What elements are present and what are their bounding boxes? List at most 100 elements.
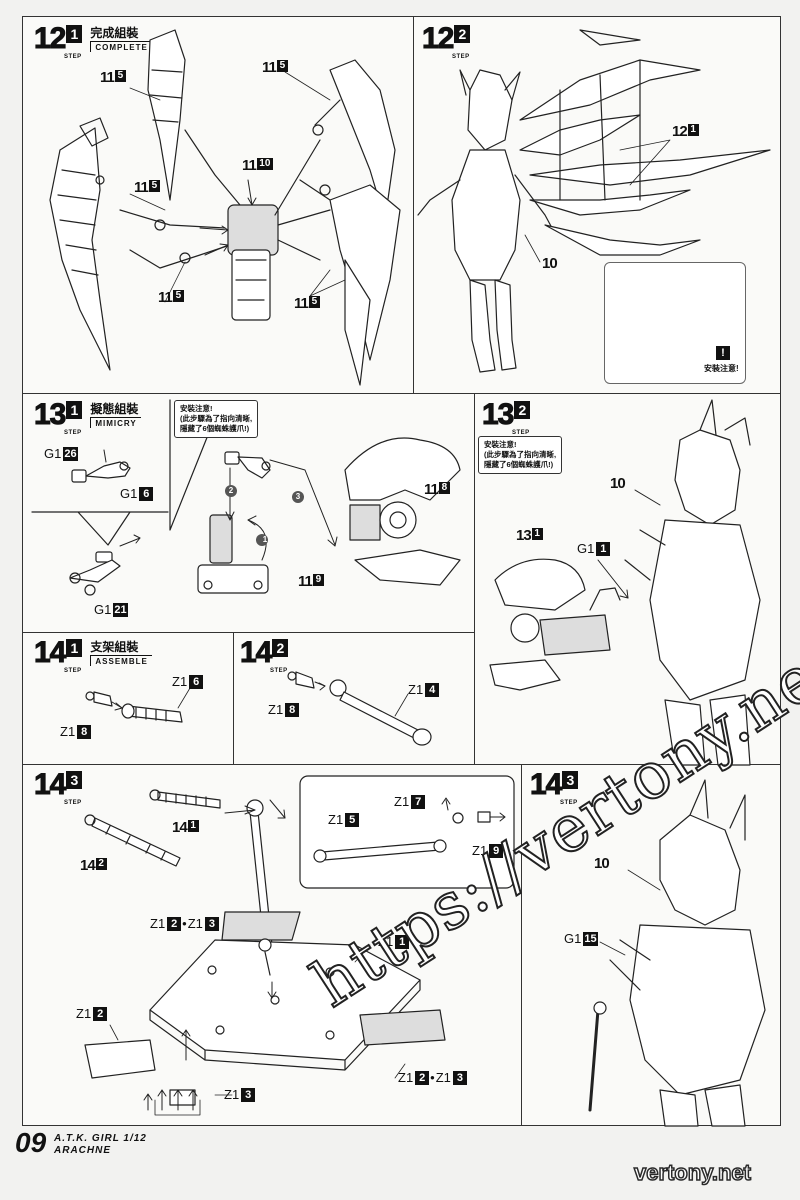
step-header-12-2: 12 2 STEP bbox=[421, 22, 471, 60]
step-word: STEP bbox=[560, 800, 578, 806]
ref-major: 11 bbox=[242, 157, 257, 174]
step-major: 14 bbox=[33, 768, 66, 801]
part-code: Z1 bbox=[408, 682, 424, 697]
ref-tag-10: 10 bbox=[610, 476, 626, 492]
part-code: G1 bbox=[120, 486, 138, 501]
part-number: 6 bbox=[189, 674, 204, 689]
ref-major: 12 bbox=[672, 123, 688, 140]
step-word: STEP bbox=[452, 54, 470, 60]
part-code: G1 bbox=[94, 602, 112, 617]
part-number: 1 bbox=[596, 541, 611, 556]
part-code: Z1 bbox=[435, 1070, 451, 1085]
step-header-14-2: 14 2 STEP bbox=[239, 637, 289, 674]
part-code: G1 bbox=[44, 446, 62, 461]
ref-minor: 9 bbox=[312, 574, 324, 586]
step-title: 完成組裝 COMPLETE bbox=[90, 26, 152, 52]
step-header-14-1: 14 1 STEP 支架組裝 ASSEMBLE bbox=[33, 637, 152, 674]
ref-major: 11 bbox=[294, 295, 309, 312]
note-line: (此步驟為了指向清晰, bbox=[484, 450, 557, 459]
ref-major: 11 bbox=[100, 69, 115, 86]
part-code: Z1 bbox=[224, 1087, 240, 1102]
ref-major: 13 bbox=[516, 527, 532, 544]
step-word: STEP bbox=[64, 668, 82, 674]
step-number: 13 2 bbox=[481, 399, 531, 430]
part-number: 26 bbox=[63, 446, 78, 461]
ref-tag-10: 10 bbox=[594, 856, 610, 872]
step-minor: 1 bbox=[66, 639, 83, 657]
page-number: 09 bbox=[15, 1127, 47, 1158]
part-code: Z1 bbox=[394, 794, 410, 809]
part-code: G1 bbox=[577, 541, 595, 556]
step-minor: 1 bbox=[66, 401, 83, 419]
step-header-12-1: 12 1 STEP 完成組裝 COMPLETE bbox=[33, 23, 152, 60]
part-code: Z1 bbox=[60, 724, 76, 739]
part-code: Z1 bbox=[378, 934, 394, 949]
step-number: 14 1 bbox=[33, 637, 83, 668]
step-minor: 2 bbox=[272, 639, 289, 657]
sequence-number-3: 3 bbox=[295, 492, 301, 501]
part-code: Z1 bbox=[76, 1006, 92, 1021]
step-title-cn: 完成組裝 bbox=[90, 26, 139, 40]
step-number: 14 3 bbox=[529, 768, 579, 801]
ref-major: 14 bbox=[80, 857, 96, 874]
ref-major: 10 bbox=[542, 255, 558, 272]
part-code: Z1 bbox=[268, 702, 284, 717]
ref-minor: 5 bbox=[308, 296, 320, 308]
ref-minor: 1 bbox=[687, 124, 699, 136]
part-number: 2 bbox=[167, 916, 182, 931]
step-minor: 3 bbox=[562, 771, 579, 789]
panel-step-14-1 bbox=[22, 632, 234, 765]
note-title: 安裝注意! bbox=[180, 404, 213, 413]
part-code: Z1 bbox=[328, 812, 344, 827]
step-title-en: MIMICRY bbox=[90, 417, 141, 428]
part-code: Z1 bbox=[472, 843, 488, 858]
step-title-cn: 支架組裝 bbox=[90, 640, 139, 654]
ref-tag-10: 10 bbox=[542, 255, 558, 272]
note-line: 隱藏了6個蜘蛛護爪!) bbox=[484, 460, 554, 469]
step-major: 12 bbox=[421, 22, 454, 55]
note-line: 隱藏了6個蜘蛛護爪!) bbox=[180, 424, 250, 433]
caution-inset bbox=[604, 262, 746, 384]
ref-major: 11 bbox=[424, 481, 439, 498]
caution-note: 安裝注意! (此步驟為了指向清晰, 隱藏了6個蜘蛛護爪!) bbox=[478, 436, 563, 474]
step-header-13-2: 13 2 STEP bbox=[481, 399, 531, 436]
step-number: 12 2 bbox=[421, 22, 471, 55]
part-number: 6 bbox=[139, 486, 154, 501]
ref-major: 11 bbox=[134, 179, 149, 196]
separator: • bbox=[430, 1070, 435, 1085]
step-title-en: COMPLETE bbox=[90, 41, 152, 52]
part-code: Z1 bbox=[398, 1070, 414, 1085]
part-number: 21 bbox=[113, 602, 128, 617]
ref-minor: 8 bbox=[438, 482, 450, 494]
step-major: 13 bbox=[33, 398, 66, 431]
step-minor: 2 bbox=[514, 401, 531, 419]
step-header-13-1: 13 1 STEP 擬態組裝 MIMICRY bbox=[33, 398, 141, 436]
step-title: 擬態組裝 MIMICRY bbox=[90, 402, 141, 428]
step-header-14-3-right: 14 3 STEP bbox=[529, 768, 579, 806]
step-title-cn: 擬態組裝 bbox=[90, 402, 139, 416]
step-word: STEP bbox=[512, 430, 530, 436]
step-major: 14 bbox=[529, 768, 562, 801]
part-number: 8 bbox=[285, 702, 300, 717]
step-word: STEP bbox=[270, 668, 288, 674]
product-name: A.T.K. GIRL 1/12 bbox=[54, 1133, 147, 1144]
